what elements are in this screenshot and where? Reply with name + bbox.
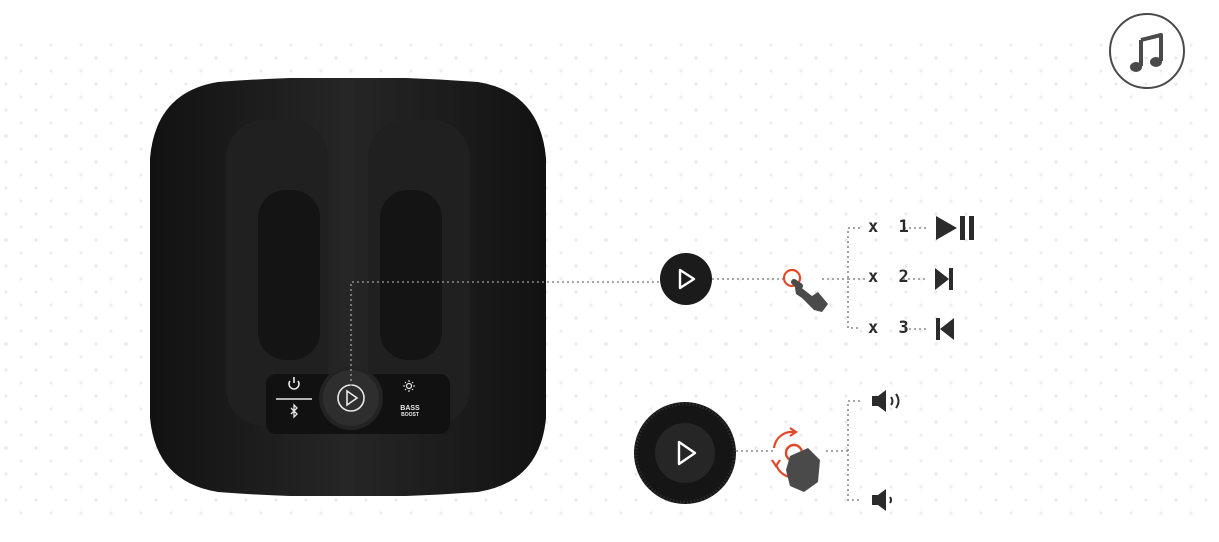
play-button[interactable] — [660, 253, 712, 305]
music-note-badge — [1109, 13, 1185, 89]
power-icon[interactable] — [288, 377, 300, 390]
play-pause-icon — [936, 216, 974, 240]
tap-hand-icon — [782, 268, 828, 312]
play-icon — [678, 268, 696, 290]
play-knob[interactable] — [319, 366, 383, 430]
rotate-hand-icon — [771, 427, 820, 492]
light-icon[interactable] — [403, 380, 415, 392]
bluetooth-icon[interactable] — [290, 403, 298, 419]
press-count-1: x 1 — [868, 217, 914, 237]
press-count-3: x 3 — [868, 318, 914, 338]
connector-branch — [847, 227, 860, 329]
boost-label: BOOST — [401, 412, 419, 418]
play-icon — [677, 440, 697, 466]
bass-boost-label[interactable]: BASS BOOST — [396, 405, 424, 419]
next-track-icon — [935, 268, 953, 290]
bass-label: BASS — [400, 405, 420, 412]
connector-play-to-button — [350, 281, 660, 386]
previous-track-icon — [936, 318, 954, 340]
music-note-icon — [1130, 33, 1163, 72]
press-count-2: x 2 — [868, 267, 914, 287]
speaker — [148, 77, 548, 497]
volume-down-icon — [872, 489, 892, 511]
volume-knob[interactable] — [634, 402, 736, 504]
volume-up-icon — [872, 390, 900, 412]
